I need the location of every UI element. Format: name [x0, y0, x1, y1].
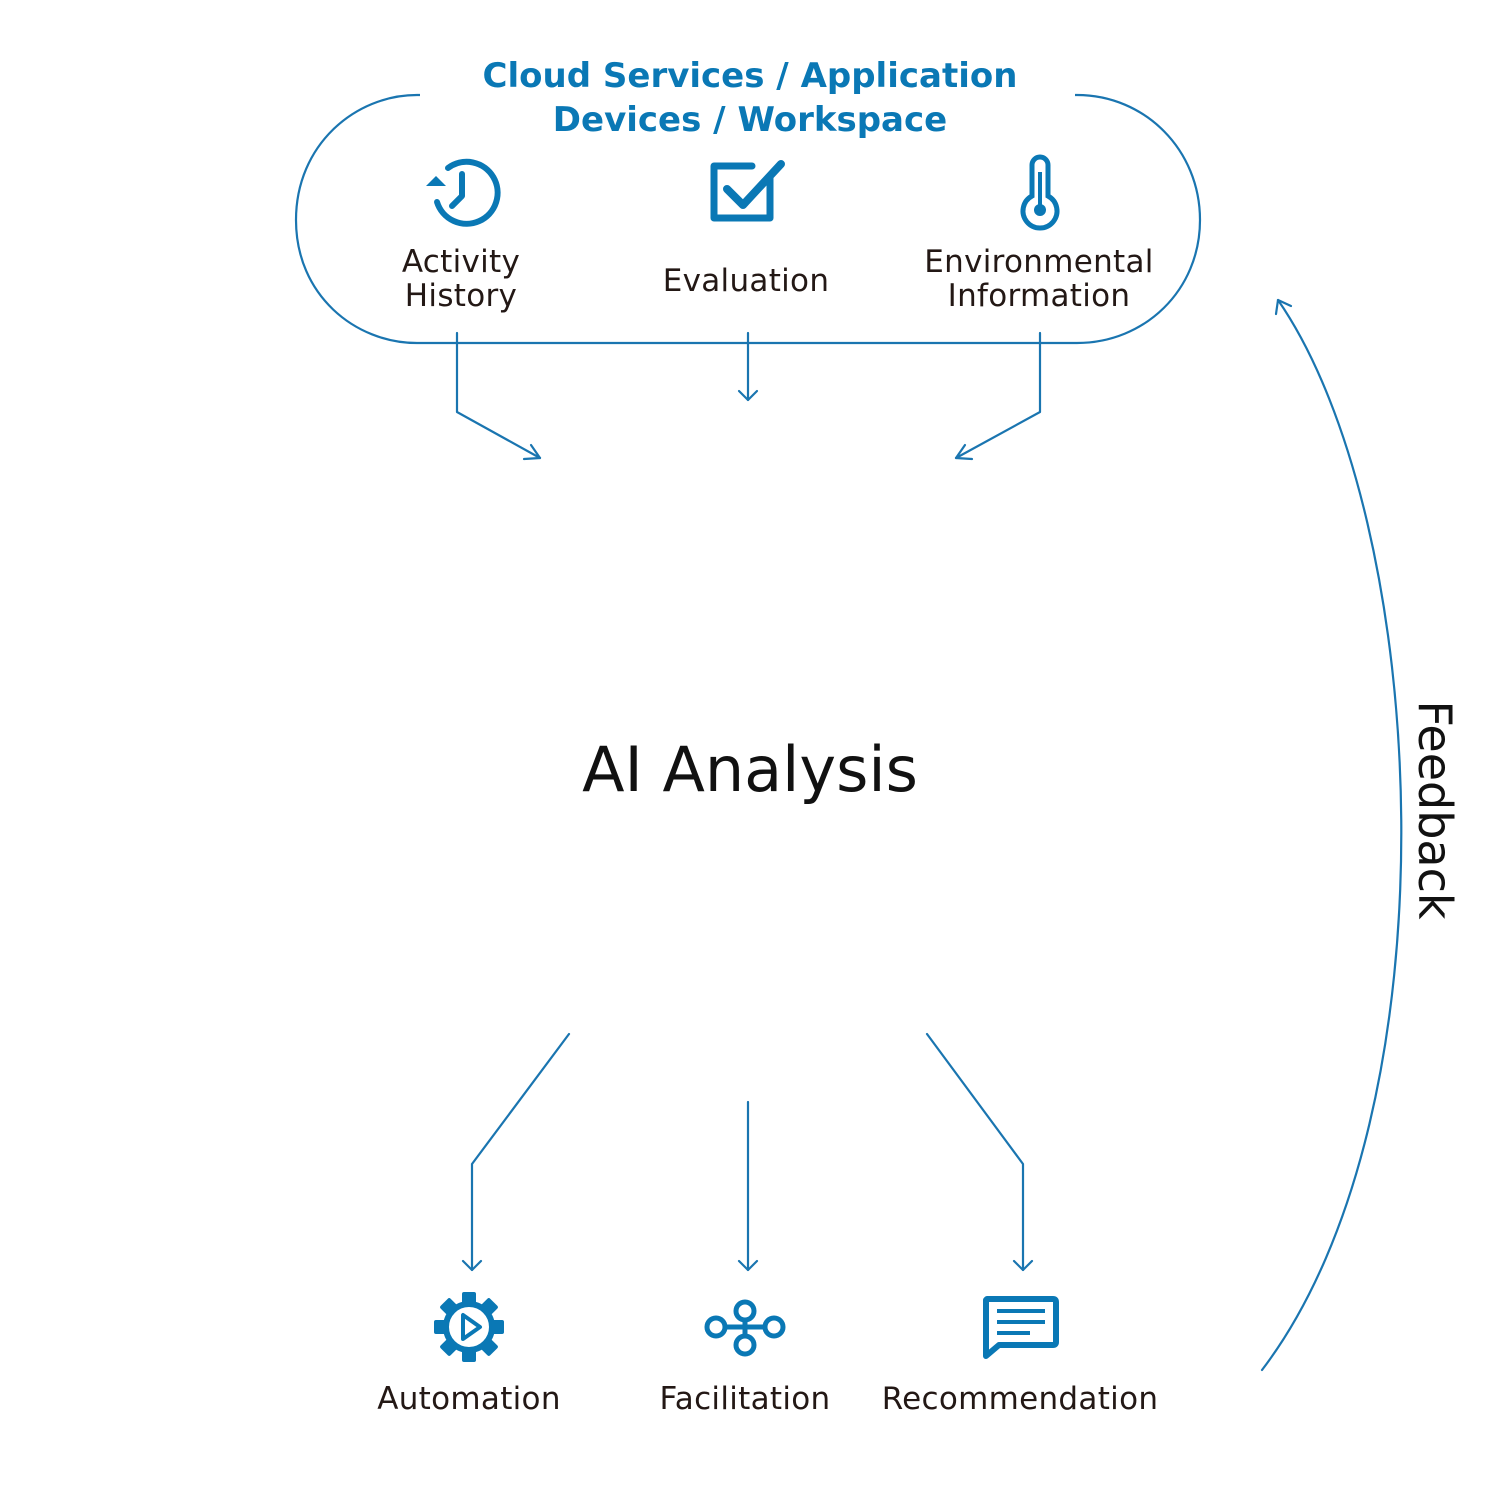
connector-facilitation-arrowhead: [737, 1259, 759, 1272]
input-label-environmental-information-line-1: Environmental: [924, 244, 1154, 280]
header-line-1: Cloud Services / Application: [482, 56, 1018, 96]
connector-activity-history: [455, 331, 542, 460]
header-line-2: Devices / Workspace: [552, 100, 948, 140]
feedback-label: Feedback: [1408, 700, 1462, 920]
network-nodes-icon: [704, 1299, 786, 1357]
gear-play-icon: [434, 1292, 504, 1362]
connector-activity-history-arrowhead: [522, 443, 542, 461]
feedback-arc-arrowhead: [1274, 298, 1293, 316]
output-label-facilitation: Facilitation: [659, 1381, 831, 1417]
input-label-evaluation: Evaluation: [662, 263, 830, 299]
connector-evaluation-arrowhead: [737, 389, 759, 402]
feedback-arc: [1260, 298, 1403, 1372]
output-label-recommendation: Recommendation: [881, 1381, 1159, 1417]
checkbox-check-icon: [710, 160, 785, 222]
history-clock-icon: [426, 158, 501, 227]
thermometer-icon: [1020, 154, 1060, 231]
input-label-activity-history-line-2: History: [404, 278, 518, 314]
input-label-activity-history: Activity History: [361, 245, 561, 313]
input-label-environmental-information-line-2: Information: [947, 278, 1131, 314]
input-label-activity-history-line-1: Activity: [401, 244, 521, 280]
connector-environmental-information-arrowhead: [954, 443, 974, 461]
connector-automation-arrowhead: [461, 1259, 483, 1272]
connector-recommendation: [925, 1032, 1025, 1272]
ai-analysis-title: AI Analysis: [582, 733, 918, 806]
connector-environmental-information: [954, 331, 1042, 460]
input-label-environmental-information: Environmental Information: [914, 245, 1164, 313]
connector-automation: [470, 1032, 571, 1272]
message-bubble-icon: [983, 1296, 1059, 1359]
output-label-automation: Automation: [377, 1381, 561, 1417]
connector-recommendation-arrowhead: [1012, 1259, 1034, 1272]
